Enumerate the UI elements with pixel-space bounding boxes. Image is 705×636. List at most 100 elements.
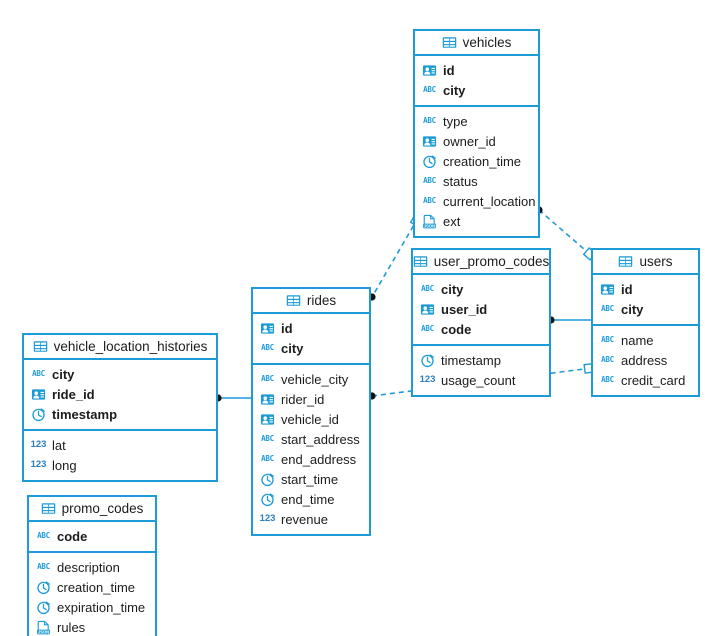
- field-row[interactable]: end_time: [253, 489, 369, 509]
- id-badge-icon: [260, 321, 275, 336]
- field-row[interactable]: ABC end_address: [253, 449, 369, 469]
- field-row[interactable]: id: [253, 318, 369, 338]
- table-header-users[interactable]: users: [593, 250, 698, 275]
- field-row[interactable]: 123 lat: [24, 435, 216, 455]
- abc-string-icon: ABC: [601, 304, 614, 314]
- field-name: rider_id: [281, 391, 325, 407]
- abc-string-icon: ABC: [261, 374, 274, 384]
- table-grid-icon: [618, 254, 633, 269]
- field-name: id: [443, 62, 455, 78]
- table-grid-icon: [442, 35, 457, 50]
- field-name: long: [52, 457, 77, 473]
- field-name: start_address: [281, 431, 360, 447]
- field-row[interactable]: ABC address: [593, 350, 698, 370]
- field-row[interactable]: owner_id: [415, 131, 538, 151]
- field-name: creation_time: [443, 153, 522, 169]
- field-row[interactable]: JSON rules: [29, 617, 155, 636]
- field-name: status: [443, 173, 478, 189]
- table-header-user_promo_codes[interactable]: user_promo_codes: [413, 250, 549, 275]
- svg-text:JSON: JSON: [38, 629, 49, 634]
- field-row[interactable]: creation_time: [415, 151, 538, 171]
- abc-string-icon: ABC: [423, 116, 436, 126]
- field-row[interactable]: id: [415, 60, 538, 80]
- clock-icon: [36, 580, 51, 595]
- table-header-rides[interactable]: rides: [253, 289, 369, 314]
- field-name: description: [57, 559, 120, 575]
- field-name: address: [621, 352, 668, 368]
- abc-string-icon: ABC: [601, 355, 614, 365]
- abc-string-icon: ABC: [601, 335, 614, 345]
- field-name: rules: [57, 619, 86, 635]
- clock-icon: [36, 600, 51, 615]
- clock-icon: [260, 492, 275, 507]
- field-row[interactable]: creation_time: [29, 577, 155, 597]
- id-badge-icon: [260, 392, 275, 407]
- field-name: end_address: [281, 451, 357, 467]
- field-row[interactable]: expiration_time: [29, 597, 155, 617]
- field-row[interactable]: ride_id: [24, 384, 216, 404]
- abc-string-icon: ABC: [261, 454, 274, 464]
- field-row[interactable]: ABC name: [593, 330, 698, 350]
- json-document-icon: JSON: [422, 214, 437, 229]
- field-name: ride_id: [52, 386, 95, 402]
- field-row[interactable]: vehicle_id: [253, 409, 369, 429]
- field-name: lat: [52, 437, 66, 453]
- table-header-promo_codes[interactable]: promo_codes: [29, 497, 155, 522]
- abc-string-icon: ABC: [37, 531, 50, 541]
- field-name: current_location: [443, 193, 536, 209]
- field-row[interactable]: rider_id: [253, 389, 369, 409]
- field-row[interactable]: user_id: [413, 299, 549, 319]
- clock-icon: [31, 407, 46, 422]
- table-header-vehicle_location_histories[interactable]: vehicle_location_histories: [24, 335, 216, 360]
- field-row[interactable]: timestamp: [413, 350, 549, 370]
- abc-string-icon: ABC: [37, 562, 50, 572]
- table-grid-icon: [286, 293, 301, 308]
- abc-string-icon: ABC: [601, 375, 614, 385]
- table-title: rides: [306, 293, 337, 308]
- field-row[interactable]: start_time: [253, 469, 369, 489]
- 123-number-icon: 123: [30, 459, 47, 471]
- 123-number-icon: 123: [30, 439, 47, 451]
- field-row[interactable]: id: [593, 279, 698, 299]
- column-group: 123 lat 123 long: [24, 431, 216, 480]
- table-grid-icon: [413, 254, 428, 269]
- field-name: end_time: [281, 491, 335, 507]
- id-badge-icon: [31, 387, 46, 402]
- clock-icon: [260, 472, 275, 487]
- field-name: start_time: [281, 471, 339, 487]
- field-name: name: [621, 332, 654, 348]
- table-header-vehicles[interactable]: vehicles: [415, 31, 538, 56]
- field-row[interactable]: timestamp: [24, 404, 216, 424]
- field-row[interactable]: 123 long: [24, 455, 216, 475]
- field-name: city: [52, 366, 75, 382]
- field-row[interactable]: ABC description: [29, 557, 155, 577]
- json-document-icon: JSON: [36, 620, 51, 635]
